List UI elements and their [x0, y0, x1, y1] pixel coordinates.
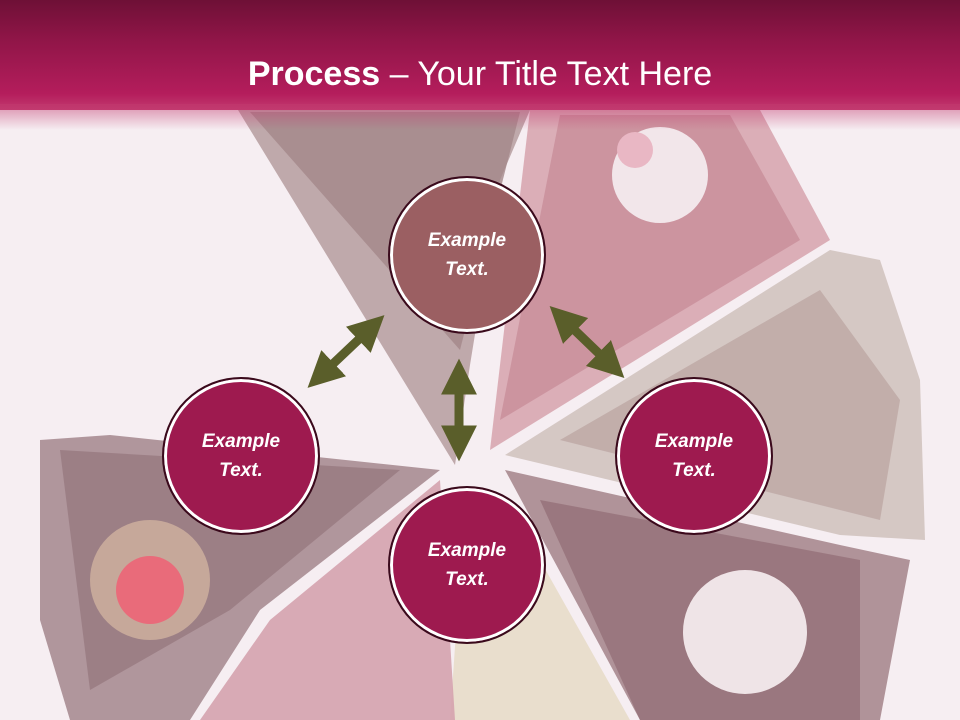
node-right-text: Example Text.: [654, 431, 734, 481]
node-left: Example Text.: [162, 377, 320, 535]
slide-title: Process – Your Title Text Here: [0, 52, 960, 96]
node-left-text: Example Text.: [201, 431, 281, 481]
node-top-text: Example Text.: [427, 230, 507, 280]
node-right: Example Text.: [615, 377, 773, 535]
title-rest: – Your Title Text Here: [380, 55, 713, 93]
node-top: Example Text.: [388, 176, 546, 334]
node-bottom: Example Text.: [388, 486, 546, 644]
title-bold: Process: [247, 55, 381, 93]
title-bar-shadow: [0, 104, 960, 130]
title-bar: [0, 0, 960, 110]
arrow-top-left: [307, 315, 385, 388]
node-bottom-text: Example Text.: [427, 540, 507, 590]
arrow-top-right: [549, 306, 625, 378]
